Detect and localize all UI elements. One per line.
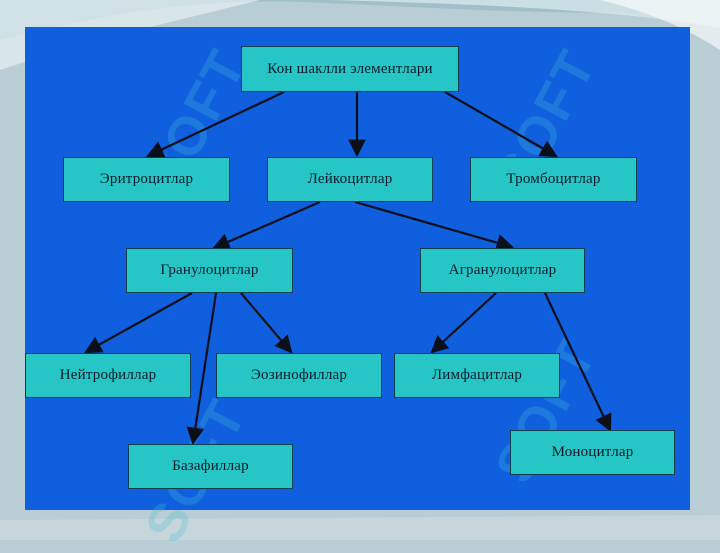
- arrow-leukocytes-to-agranulocytes: [354, 200, 515, 252]
- arrow-granulocytes-to-neutrophils: [84, 292, 193, 354]
- node-neutrophils: Нейтрофиллар: [25, 353, 191, 398]
- node-agranulocytes: Агранулоцитлар: [420, 248, 585, 293]
- arrow-agranulocytes-to-lymphocytes: [430, 292, 497, 354]
- node-thrombocytes: Тромбоцитлар: [470, 157, 637, 202]
- arrow-agranulocytes-to-monocytes: [544, 292, 612, 432]
- node-lymphocytes: Лимфацитлар: [394, 353, 560, 398]
- node-erythrocytes: Эритроцитлар: [63, 157, 230, 202]
- arrow-root-to-erythrocytes: [146, 91, 285, 158]
- diagram-arrows: [84, 91, 612, 446]
- node-granulocytes: Гранулоцитлар: [126, 248, 293, 293]
- arrow-granulocytes-to-basophils: [186, 292, 218, 446]
- node-leukocytes: Лейкоцитлар: [267, 157, 433, 202]
- slide-background: [0, 0, 720, 540]
- node-basophils: Базафиллар: [128, 444, 293, 489]
- arrow-granulocytes-to-eosinophils: [240, 292, 293, 354]
- node-eosinophils: Эозинофиллар: [216, 353, 382, 398]
- node-monocytes: Моноцитлар: [510, 430, 675, 475]
- node-root: Кон шаклли элементлари: [241, 46, 459, 92]
- arrow-leukocytes-to-granulocytes: [211, 200, 321, 250]
- arrow-root-to-thrombocytes: [444, 91, 558, 158]
